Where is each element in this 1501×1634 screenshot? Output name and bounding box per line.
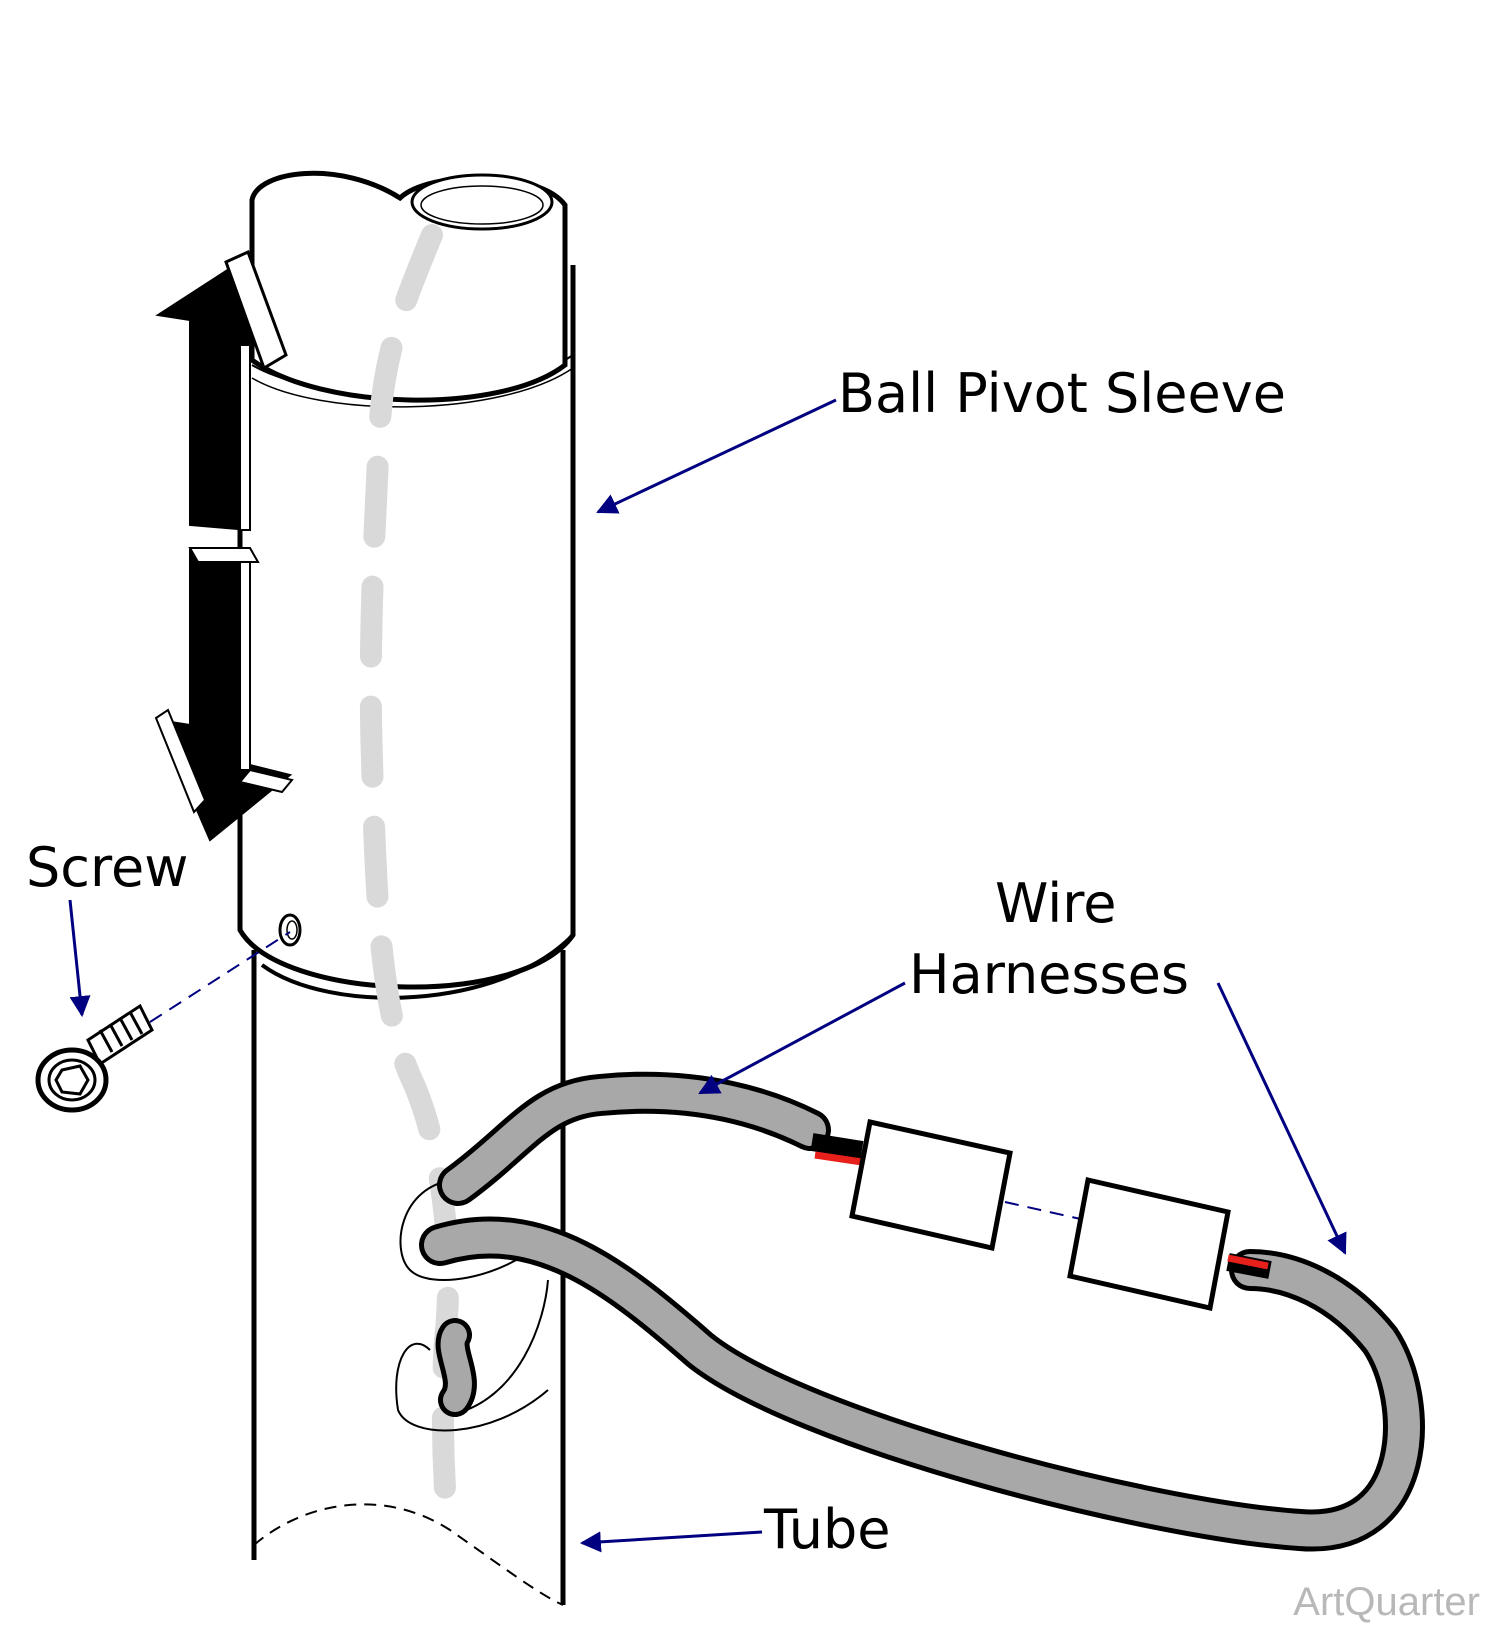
wire-harnesses bbox=[395, 1071, 1425, 1552]
screw-label: Screw bbox=[26, 836, 188, 899]
wire-harness-leader-left bbox=[698, 981, 906, 1095]
tube-leader bbox=[579, 1530, 763, 1553]
screw-icon bbox=[35, 931, 291, 1113]
screw-hole bbox=[278, 913, 302, 947]
wire-label: Wire bbox=[995, 872, 1116, 935]
ball-pivot-sleeve-leader bbox=[596, 398, 837, 514]
down-arrow-icon bbox=[154, 547, 294, 842]
up-arrow-icon bbox=[155, 249, 288, 532]
wire-harness-leader-right bbox=[1216, 982, 1347, 1255]
ball-pivot-sleeve-label: Ball Pivot Sleeve bbox=[838, 362, 1286, 425]
watermark: ArtQuarter bbox=[1293, 1580, 1480, 1624]
right-connector bbox=[1067, 1176, 1231, 1312]
tube-label: Tube bbox=[763, 1498, 891, 1561]
harnesses-label: Harnesses bbox=[909, 943, 1189, 1006]
tube bbox=[251, 950, 566, 1606]
left-connector bbox=[849, 1119, 1013, 1252]
screw-leader bbox=[68, 899, 91, 1018]
